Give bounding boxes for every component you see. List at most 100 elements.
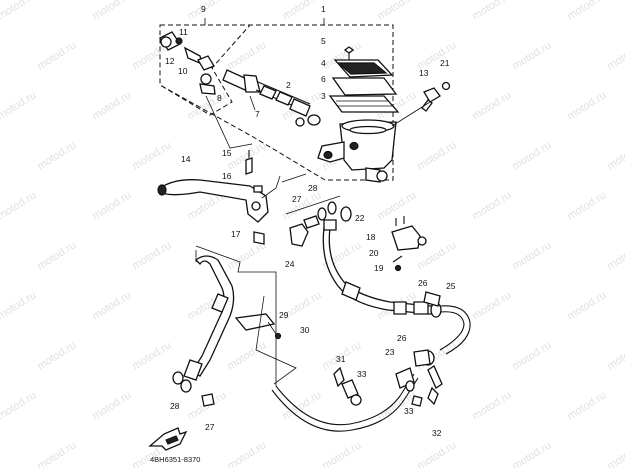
watermark-text: motod.ru — [415, 139, 458, 172]
callout-2: 2 — [286, 80, 291, 90]
callout-31: 31 — [336, 354, 346, 364]
watermark-text: motod.ru — [0, 0, 38, 23]
callout-9: 9 — [201, 4, 206, 14]
watermark-text: motod.ru — [375, 189, 418, 222]
callout-4: 4 — [321, 58, 326, 68]
watermark-text: motod.ru — [225, 239, 268, 272]
watermark-text: motod.ru — [510, 339, 553, 372]
callout-11: 11 — [179, 27, 188, 37]
callout-1: 1 — [321, 4, 326, 14]
callout-29: 29 — [279, 310, 289, 320]
watermark-text: motod.ru — [605, 39, 625, 72]
watermark-text: motod.ru — [225, 39, 268, 72]
watermark-text: motod.ru — [470, 389, 513, 422]
callout-23: 23 — [385, 347, 395, 357]
callout-18: 18 — [366, 232, 376, 242]
banjo-bolt-upper — [285, 195, 352, 229]
callout-27: 27 — [292, 194, 302, 204]
watermark-text: motod.ru — [35, 339, 78, 372]
callout-6: 6 — [321, 74, 326, 84]
watermark-text: motod.ru — [605, 339, 625, 372]
switch-assembly — [289, 81, 451, 272]
callout-16: 16 — [222, 171, 232, 181]
callout-27: 27 — [205, 422, 215, 432]
watermark-text: motod.ru — [470, 89, 513, 122]
callout-28: 28 — [308, 183, 318, 193]
watermark-text: motod.ru — [320, 439, 363, 468]
callout-26: 26 — [397, 333, 407, 343]
watermark-text: motod.ru — [0, 189, 38, 222]
watermark-text: motod.ru — [225, 339, 268, 372]
watermark-text: motod.ru — [35, 139, 78, 172]
callout-20: 20 — [369, 248, 379, 258]
piston-assembly — [159, 31, 321, 127]
watermark-text: motod.ru — [470, 0, 513, 23]
brake-line-lower — [271, 365, 443, 432]
callout-24: 24 — [285, 259, 295, 269]
watermark-text: motod.ru — [225, 439, 268, 468]
watermark-text: motod.ru — [90, 0, 133, 23]
brake-hose-upper — [322, 219, 442, 318]
watermark-text: motod.ru — [90, 289, 133, 322]
watermark-text: motod.ru — [90, 89, 133, 122]
callout-21: 21 — [440, 58, 450, 68]
brake-hose-lower-left — [172, 255, 282, 407]
diagram-code: 4BH6351-8370 — [150, 455, 200, 464]
watermark-text: motod.ru — [0, 389, 38, 422]
watermark-text: motod.ru — [35, 239, 78, 272]
callout-33: 33 — [357, 369, 367, 379]
callout-5: 5 — [321, 36, 326, 46]
reservoir-cap-assembly — [328, 46, 400, 113]
watermark-text: motod.ru — [185, 89, 228, 122]
callout-28: 28 — [170, 401, 180, 411]
master-cylinder-body — [317, 119, 397, 183]
brake-lever — [157, 150, 269, 245]
brake-hose-right — [413, 291, 471, 367]
callout-19: 19 — [374, 263, 384, 273]
watermark-text: motod.ru — [0, 289, 38, 322]
watermark-text: motod.ru — [280, 389, 323, 422]
callout-26: 26 — [418, 278, 428, 288]
watermark-text: motod.ru — [565, 89, 608, 122]
watermark-text: motod.ru — [375, 0, 418, 23]
front-arrow-icon — [148, 427, 188, 451]
callout-12: 12 — [165, 56, 175, 66]
callout-14: 14 — [181, 154, 191, 164]
watermark-text: motod.ru — [470, 189, 513, 222]
callout-33: 33 — [404, 406, 414, 416]
watermark-text: motod.ru — [605, 239, 625, 272]
watermark-text: motod.ru — [510, 439, 553, 468]
watermark-text: motod.ru — [280, 0, 323, 23]
watermark-text: motod.ru — [0, 89, 38, 122]
watermark-text: motod.ru — [35, 39, 78, 72]
callout-22: 22 — [355, 213, 365, 223]
watermark-text: motod.ru — [90, 189, 133, 222]
leader-lines — [204, 18, 325, 25]
callout-8: 8 — [217, 93, 222, 103]
watermark-text: motod.ru — [510, 239, 553, 272]
callout-3: 3 — [321, 91, 326, 101]
watermark-text: motod.ru — [415, 439, 458, 468]
watermark-text: motod.ru — [130, 139, 173, 172]
callout-25: 25 — [446, 281, 456, 291]
watermark-text: motod.ru — [185, 0, 228, 23]
watermark-text: motod.ru — [90, 389, 133, 422]
watermark-text: motod.ru — [565, 389, 608, 422]
callout-10: 10 — [178, 66, 188, 76]
watermark-text: motod.ru — [510, 139, 553, 172]
callout-32: 32 — [432, 428, 442, 438]
watermark-text: motod.ru — [565, 289, 608, 322]
watermark-text: motod.ru — [470, 289, 513, 322]
callout-13: 13 — [419, 68, 429, 78]
watermark-text: motod.ru — [565, 189, 608, 222]
watermark-text: motod.ru — [130, 239, 173, 272]
callout-15: 15 — [222, 148, 232, 158]
guide-lines — [195, 95, 307, 386]
assembly-outline-9 — [159, 24, 252, 116]
callout-30: 30 — [300, 325, 310, 335]
watermark-text: motod.ru — [130, 339, 173, 372]
watermark-text: motod.ru — [605, 439, 625, 468]
